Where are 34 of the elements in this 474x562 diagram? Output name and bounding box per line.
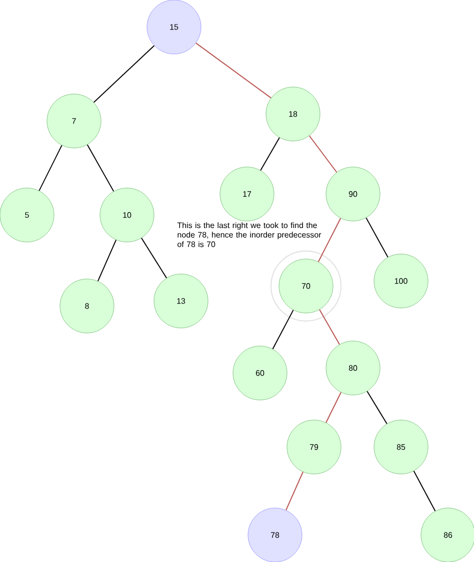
tree-edge [260,137,280,171]
tree-node: 78 [248,508,302,562]
tree-edge [326,392,342,424]
tree-node: 86 [420,508,474,562]
tree-edge [195,42,272,98]
tree-node: 8 [60,278,114,334]
tree-edge [38,144,62,192]
tree-edge [97,239,117,282]
tree-node: 79 [286,420,342,474]
tree-node: 80 [326,340,380,396]
tree-node: 10 [100,188,154,242]
tree-node: 60 [232,346,288,400]
tree-node: 5 [0,188,54,242]
tree-node: 85 [374,420,428,474]
tree-edge [93,45,155,103]
tree-edge [366,390,388,424]
tree-node: 13 [154,274,208,328]
tree-node: 90 [326,166,380,222]
tree-edge [413,470,436,512]
tree-node: 7 [46,94,102,148]
tree-node: 17 [220,166,274,222]
tree-edge [366,217,388,258]
tree-edge [319,309,340,345]
tree-edge [86,144,114,192]
tree-node: 100 [374,254,428,308]
tree-node: 70 [278,258,334,314]
tree-node: 18 [266,86,320,142]
tree-edge [272,310,294,350]
tree-node: 15 [146,0,202,54]
tree-edge [318,218,342,262]
note-text: This is the last right we took to find the node 78, hence the inorder predecessor of 78 is 70 [177,222,322,248]
tree-edge [286,471,304,511]
tree-edge [140,238,168,278]
tree-edge [308,135,338,173]
